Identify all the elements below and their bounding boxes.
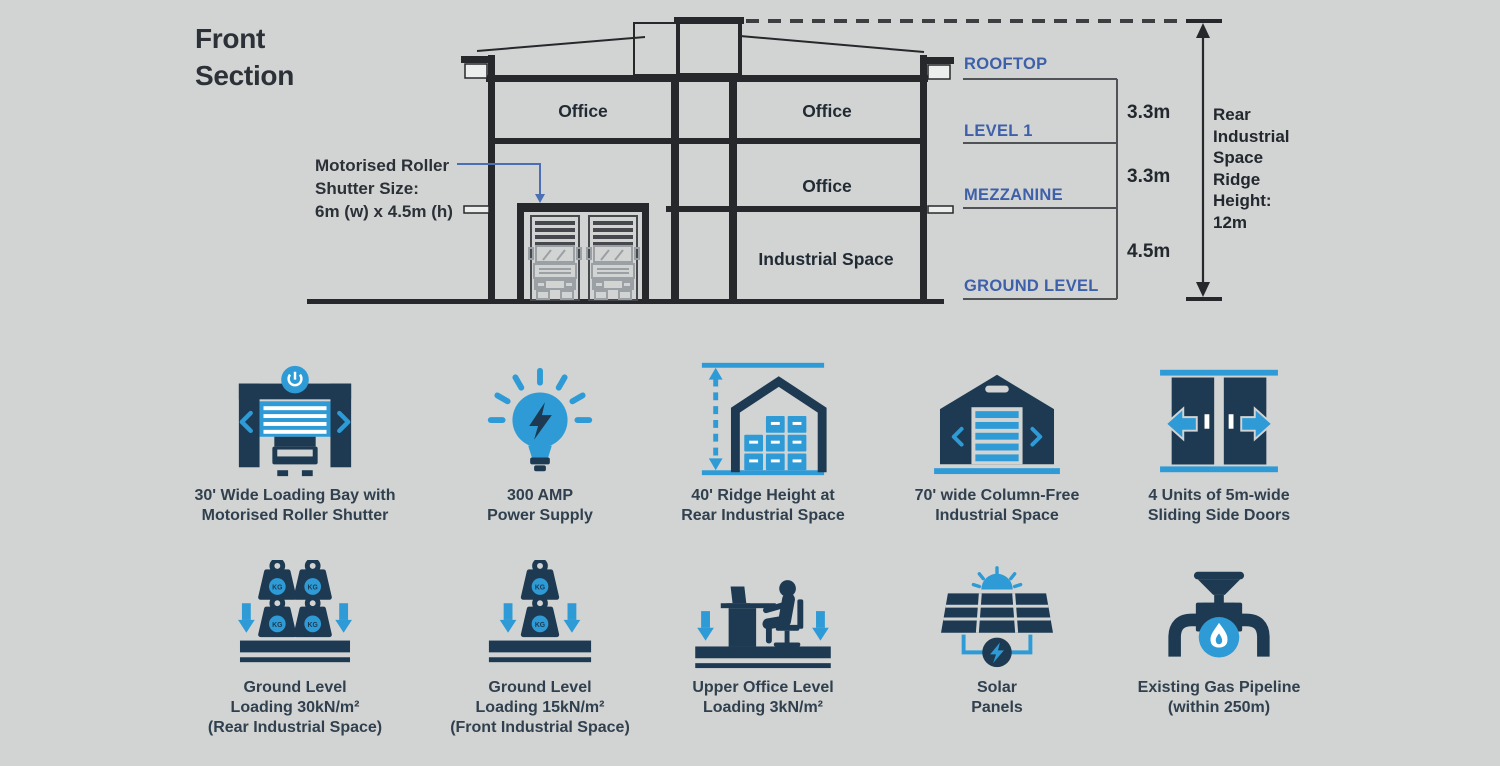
ridge-note-line: Height: [1213,191,1272,210]
feature-card: 70' wide Column-Free Industrial Space [877,360,1117,526]
feature-caption-line: (Front Industrial Space) [450,719,630,736]
icon-box: KG KG [471,556,609,672]
feature-caption-line: Ground Level [243,679,347,696]
feature-caption-line: Power Supply [487,507,593,524]
roller-shutter-trucks [528,215,640,301]
feature-caption-line: Rear Industrial Space [681,507,845,524]
icon-box [1156,360,1282,478]
ridge-note-line: Space [1213,148,1264,167]
room-label-industrial-space: Industrial Space [758,249,894,269]
feature-caption-line: 30' Wide Loading Bay with [194,487,396,504]
feature-card: 4 Units of 5m-wide Sliding Side Doors [1099,360,1339,526]
icon-box: KG KG KG KG [226,556,364,672]
feature-caption: Solar Panels [971,678,1023,718]
ground-loading-15-icon: KG KG [488,560,592,663]
feature-card: 40' Ridge Height at Rear Industrial Spac… [643,360,883,526]
feature-card: Upper Office Level Loading 3kN/m² [643,556,883,718]
feature-caption-line: Motorised Roller Shutter [201,507,389,524]
feature-card: Solar Panels [877,556,1117,718]
svg-text:KG: KG [272,584,282,591]
page-title: Front Section [195,20,294,94]
shutter-callout: Motorised Roller Shutter Size: 6m (w) x … [315,154,453,223]
room-label-office-top-left: Office [558,101,608,121]
page-title-line: Front [195,23,266,54]
feature-caption-line: Solar [976,679,1017,696]
ridge-note-line: 12m [1213,212,1248,232]
icon-box [476,360,604,478]
feature-card: KG KG KG KG [175,556,415,738]
sliding-doors-icon [1160,369,1278,473]
level-label-ground: GROUND LEVEL [964,277,1099,295]
svg-text:KG: KG [535,622,545,629]
icon-box [928,556,1066,672]
feature-caption: 300 AMP Power Supply [487,486,593,526]
feature-caption-line: Industrial Space [935,507,1059,524]
callout-line: 6m (w) x 4.5m (h) [315,202,453,221]
building-section-drawing [307,17,1222,304]
feature-caption-line: Panels [971,699,1023,716]
ridge-height-note: Rear Industrial Space Ridge Height: 12m [1213,104,1290,233]
svg-text:KG: KG [308,584,318,591]
feature-caption: Ground Level Loading 15kN/m² (Front Indu… [450,678,630,738]
level-label-rooftop: ROOFTOP [964,55,1048,73]
icon-box [231,360,359,478]
feature-card: Existing Gas Pipeline (within 250m) [1099,556,1339,718]
feature-caption: 30' Wide Loading Bay with Motorised Roll… [194,486,395,526]
icon-box [1151,556,1287,672]
feature-caption-line: Loading 15kN/m² [475,699,605,716]
level-bracket [963,78,1118,300]
feature-caption-line: 40' Ridge Height at [691,487,835,504]
svg-text:KG: KG [308,622,318,629]
page-title-line: Section [195,60,295,91]
callout-line: Motorised Roller [315,156,450,175]
solar-panels-icon [941,566,1053,668]
ground-loading-30-icon: KG KG KG KG [238,560,352,663]
feature-card: 30' Wide Loading Bay with Motorised Roll… [175,360,415,526]
feature-caption-line: 4 Units of 5m-wide [1148,487,1290,504]
icon-box [928,360,1066,478]
feature-caption-line: (Rear Industrial Space) [207,719,383,736]
svg-text:KG: KG [535,584,545,591]
ridge-note-line: Ridge [1213,169,1261,189]
feature-caption-line: 70' wide Column-Free [914,487,1080,504]
icon-box [694,360,832,478]
feature-caption: Existing Gas Pipeline (within 250m) [1138,678,1301,718]
feature-caption-line: Loading 3kN/m² [702,699,823,716]
ridge-note-line: Rear [1213,105,1251,124]
feature-card: KG KG Ground Level Loading 15kN/m² (Fron… [420,556,660,738]
dimension-mezzanine-ground: 4.5m [1127,241,1171,262]
feature-caption: Upper Office Level Loading 3kN/m² [692,678,833,718]
feature-caption: 4 Units of 5m-wide Sliding Side Doors [1148,486,1290,526]
dimension-level1-mezzanine: 3.3m [1127,166,1171,187]
feature-caption-line: Loading 30kN/m² [230,699,360,716]
feature-caption-line: 300 AMP [506,487,574,504]
level-label-level1: LEVEL 1 [964,122,1033,140]
height-dimension-arrow [1186,19,1222,301]
feature-card: 300 AMP Power Supply [420,360,660,526]
column-free-icon [934,374,1060,475]
icon-box [689,556,837,672]
ridge-note-line: Industrial [1213,126,1290,146]
gas-pipeline-icon [1168,571,1270,658]
feature-caption-line: Upper Office Level [692,679,834,696]
feature-caption-line: Sliding Side Doors [1147,507,1291,524]
feature-caption: 40' Ridge Height at Rear Industrial Spac… [681,486,845,526]
feature-caption-line: Ground Level [488,679,592,696]
ridge-height-icon [701,362,827,476]
feature-caption: Ground Level Loading 30kN/m² (Rear Indus… [208,678,382,738]
room-label-office-top-right: Office [802,101,852,121]
level-label-mezzanine: MEZZANINE [964,186,1063,204]
power-supply-icon [487,367,593,472]
room-label-office-mezzanine: Office [802,176,852,196]
svg-text:KG: KG [272,622,282,629]
feature-caption: 70' wide Column-Free Industrial Space [915,486,1080,526]
dimension-rooftop-level1: 3.3m [1127,102,1171,123]
callout-line: Shutter Size: [315,179,419,198]
feature-caption-line: Existing Gas Pipeline [1137,679,1301,696]
loading-bay-icon [238,365,352,477]
callout-leader-line [457,163,545,203]
feature-caption-line: (within 250m) [1167,699,1271,716]
office-loading-icon [695,580,831,669]
